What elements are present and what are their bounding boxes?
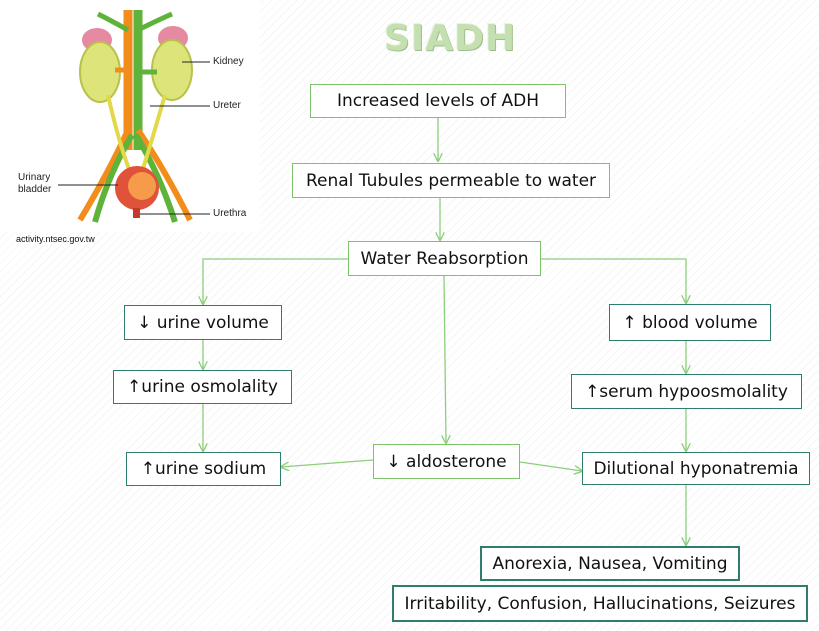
image-source-credit: activity.ntsec.gov.tw [16, 234, 95, 244]
node-aldosterone: ↓ aldosterone [373, 444, 520, 479]
node-anorexia-label: Anorexia, Nausea, Vomiting [492, 553, 728, 574]
node-anorexia-nausea-vomiting: Anorexia, Nausea, Vomiting [480, 546, 740, 581]
node-water-reabsorption-label: Water Reabsorption [360, 248, 529, 269]
node-urine-volume: ↓ urine volume [124, 305, 282, 340]
node-urine-osmolality-label: ↑urine osmolality [127, 377, 278, 397]
arrow-reabsorption-to-urine-volume [203, 258, 348, 304]
arrow-reabsorption-to-aldosterone [444, 275, 446, 443]
node-aldosterone-label: ↓ aldosterone [386, 451, 507, 472]
node-dilutional-hyponatremia-label: Dilutional hyponatremia [593, 458, 799, 479]
arrow-reabsorption-to-blood-volume [540, 258, 686, 303]
node-serum-hypoosmolality-label: ↑serum hypoosmolality [585, 381, 788, 402]
urinary-system-drawing [58, 10, 210, 223]
diagram-title: SIADH [383, 18, 517, 59]
arrow-aldosterone-to-sodium [281, 459, 374, 467]
node-increased-adh-label: Increased levels of ADH [336, 91, 540, 111]
node-urine-osmolality: ↑urine osmolality [113, 370, 292, 404]
node-blood-volume-label: ↑ blood volume [622, 312, 758, 333]
node-dilutional-hyponatremia: Dilutional hyponatremia [582, 452, 810, 485]
label-kidney: Kidney [213, 56, 244, 67]
label-ureter: Ureter [213, 100, 241, 111]
node-renal-tubules: Renal Tubules permeable to water [292, 163, 610, 198]
node-irritability-label: Irritability, Confusion, Hallucinations,… [404, 593, 796, 614]
label-urethra: Urethra [213, 208, 247, 219]
arrow-aldosterone-to-dilutional [519, 461, 582, 471]
label-bladder-1: Urinary [18, 172, 51, 183]
label-bladder-2: bladder [18, 184, 52, 195]
node-increased-adh: Increased levels of ADH [310, 84, 566, 118]
node-water-reabsorption: Water Reabsorption [348, 241, 541, 276]
node-urine-sodium: ↑urine sodium [126, 452, 281, 486]
node-urine-sodium-label: ↑urine sodium [140, 459, 267, 479]
node-renal-tubules-label: Renal Tubules permeable to water [305, 170, 597, 191]
node-urine-volume-label: ↓ urine volume [137, 312, 269, 333]
urinary-system-illustration: Kidney Ureter Urinary bladder Urethra [0, 0, 260, 232]
node-serum-hypoosmolality: ↑serum hypoosmolality [571, 374, 802, 409]
node-blood-volume: ↑ blood volume [609, 304, 771, 341]
node-irritability-confusion: Irritability, Confusion, Hallucinations,… [392, 585, 808, 622]
